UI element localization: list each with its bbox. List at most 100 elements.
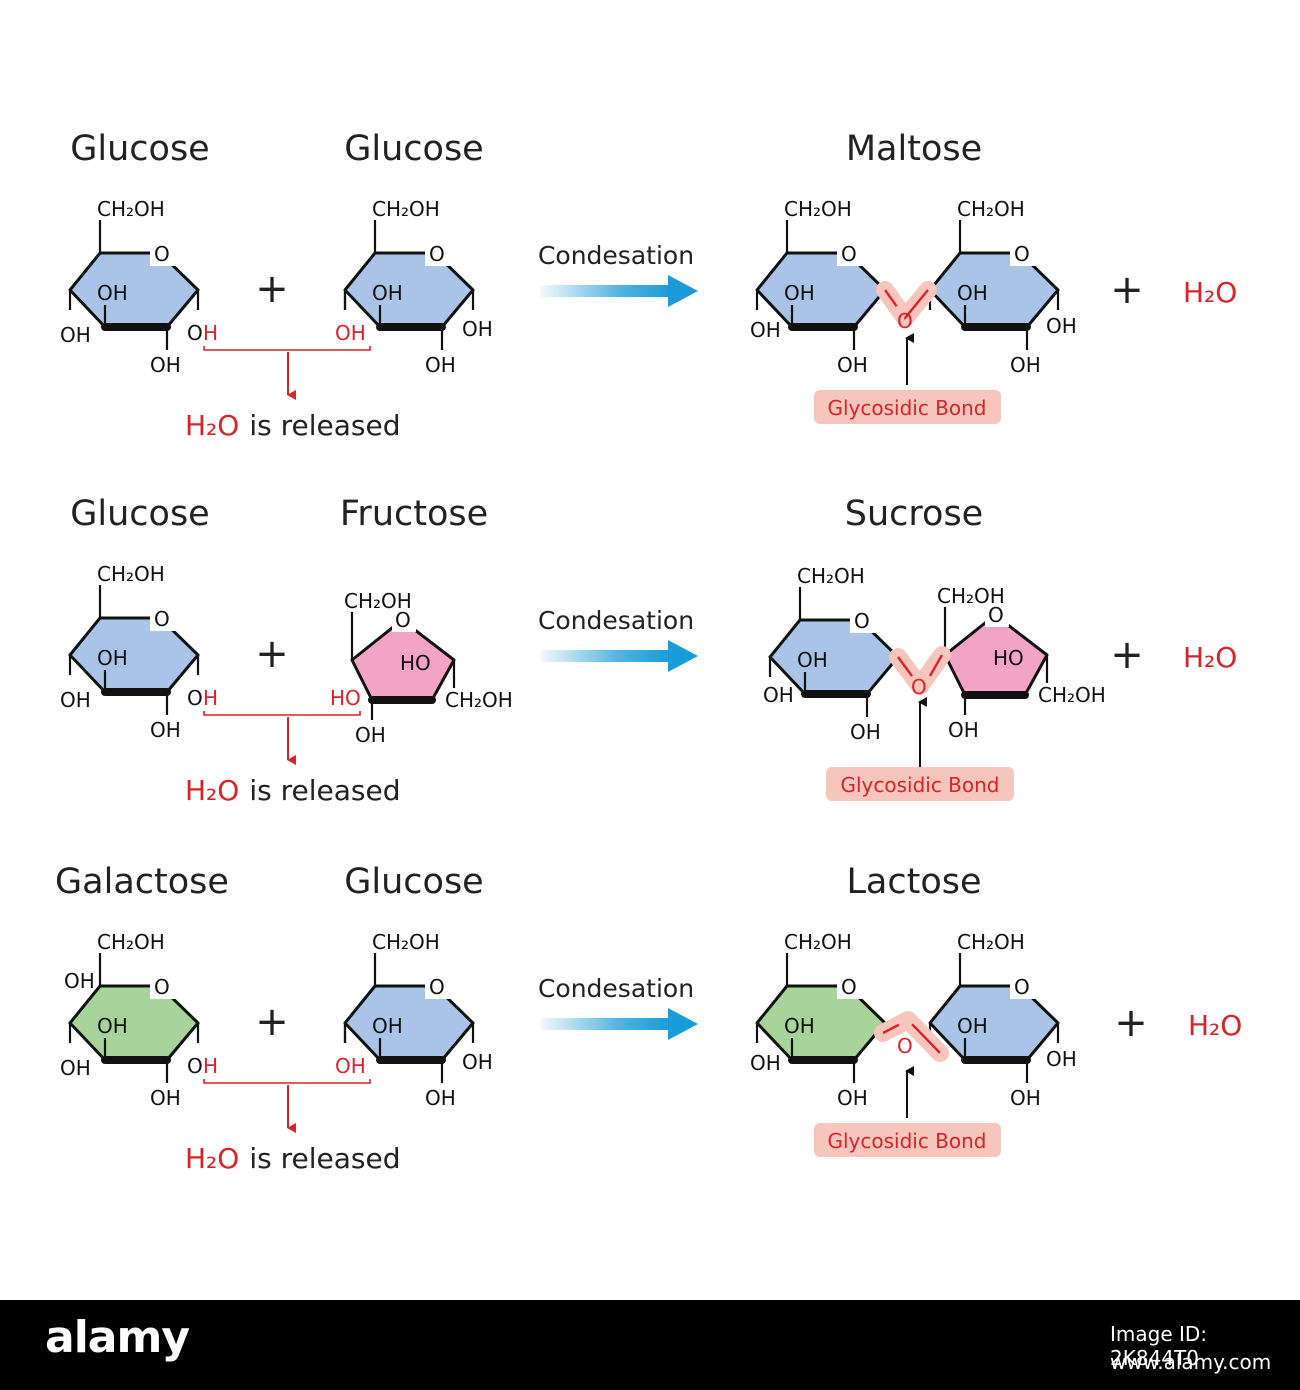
glycosidic-bond-badge (814, 1123, 1001, 1157)
condensation-arrow-shaft (540, 650, 672, 662)
reactant-1-c4-oh-axial: OH (64, 969, 95, 993)
ring-oxygen-label: O (841, 242, 857, 266)
released-water-formula: H₂O (185, 774, 239, 807)
pyranose-ring (755, 251, 887, 329)
ring-oxygen-gap (150, 973, 176, 999)
pyranose-ring (928, 984, 1060, 1062)
c2-oh-label: OH (425, 1086, 456, 1110)
condensation-arrow-head (668, 1008, 698, 1040)
reactant-1-c1-o: O (187, 686, 203, 710)
reactant-1-leaving-h: H (203, 686, 218, 710)
ch2oh-label: CH₂OH (784, 930, 852, 954)
ch2oh-label: CH₂OH (797, 564, 865, 588)
c3-oh-label: OH (372, 1014, 403, 1038)
water-bracket (203, 1079, 371, 1084)
condensation-label: Condesation (538, 974, 694, 1003)
reactant-2-leaving-ho: HO (330, 686, 361, 710)
glycosidic-bond-label: Glycosidic Bond (827, 396, 986, 420)
product-ring-1-c4-oh: OH (750, 1051, 781, 1075)
ring-oxygen-label: O (154, 607, 170, 631)
reactant-1-title: Glucose (70, 494, 209, 534)
pyranose-ring (343, 984, 475, 1062)
glycosidic-bond-right (928, 654, 944, 677)
glycosidic-oxygen: O (897, 309, 913, 333)
c3-oh-label: OH (372, 281, 403, 305)
ch2oh-top-label: CH₂OH (344, 589, 412, 613)
reactant-1-ring: O CH₂OH OH OH (68, 562, 200, 742)
glycosidic-bond-label: Glycosidic Bond (827, 1129, 986, 1153)
ring-oxygen-gap (985, 603, 1009, 627)
reactant-1-c4-oh: OH (60, 323, 91, 347)
condensation-label: Condesation (538, 606, 694, 635)
water-bracket (203, 346, 371, 351)
ch2oh-label: CH₂OH (97, 930, 165, 954)
pyranose-ring (68, 616, 200, 694)
ring-oxygen-gap (392, 608, 416, 632)
product-title: Maltose (846, 129, 982, 169)
plus-sign-products: + (1110, 632, 1144, 678)
released-text: is released (249, 1142, 400, 1175)
watermark-footer (0, 1300, 1300, 1390)
glycosidic-oxygen: O (897, 1034, 913, 1058)
c2-oh-label: OH (150, 718, 181, 742)
watermark-brand-logo: alamy (45, 1312, 190, 1363)
product-ring-1-c4-oh: OH (763, 683, 794, 707)
glycosidic-bond (884, 289, 929, 320)
ring-oxygen-label: O (429, 975, 445, 999)
released-text: is released (249, 409, 400, 442)
ring-oxygen-label: O (1014, 975, 1030, 999)
water-bracket (203, 711, 361, 716)
condensation-arrow-head (668, 640, 698, 672)
plus-sign-reactants: + (255, 631, 289, 677)
ring-oxygen-label: O (395, 608, 411, 632)
c4-oh-label: OH (948, 718, 979, 742)
ring-oxygen-label: O (841, 975, 857, 999)
c3-oh-label: OH (97, 1014, 128, 1038)
reactant-2-c1-oh: OH (462, 1050, 493, 1074)
ring-oxygen-gap (850, 607, 876, 633)
glycosidic-bond-badge (826, 767, 1014, 801)
glycosidic-oxygen: O (911, 675, 927, 699)
ch2oh-label: CH₂OH (97, 197, 165, 221)
ring-oxygen-gap (150, 605, 176, 631)
plus-sign-products: + (1114, 1000, 1148, 1046)
c2-oh-label: OH (150, 1086, 181, 1110)
glycosidic-bond-left (897, 656, 913, 677)
reactant-1-leaving-h: H (203, 1054, 218, 1078)
c2-oh-label: OH (837, 1086, 868, 1110)
ring-oxygen-label: O (988, 603, 1004, 627)
ch2oh-label: CH₂OH (957, 197, 1025, 221)
reactant-1-c1-o: O (187, 321, 203, 345)
condensation-label: Condesation (538, 241, 694, 270)
product-title: Lactose (846, 862, 981, 902)
c3-oh-label: OH (797, 648, 828, 672)
condensation-arrow-head (668, 275, 698, 307)
pyranose-ring (68, 251, 200, 329)
pyranose-ring (755, 984, 887, 1062)
ch2oh-label: CH₂OH (97, 562, 165, 586)
reactant-1-title: Glucose (70, 129, 209, 169)
c2-oh-label: OH (837, 353, 868, 377)
watermark-image-id: Image ID: 2K844T0 (1110, 1322, 1208, 1370)
c3-oh-label: OH (97, 646, 128, 670)
pyranose-ring (928, 251, 1060, 329)
plus-sign-products: + (1110, 267, 1144, 313)
c2-oh-label: OH (1010, 1086, 1041, 1110)
c3-ho-label: HO (400, 651, 431, 675)
